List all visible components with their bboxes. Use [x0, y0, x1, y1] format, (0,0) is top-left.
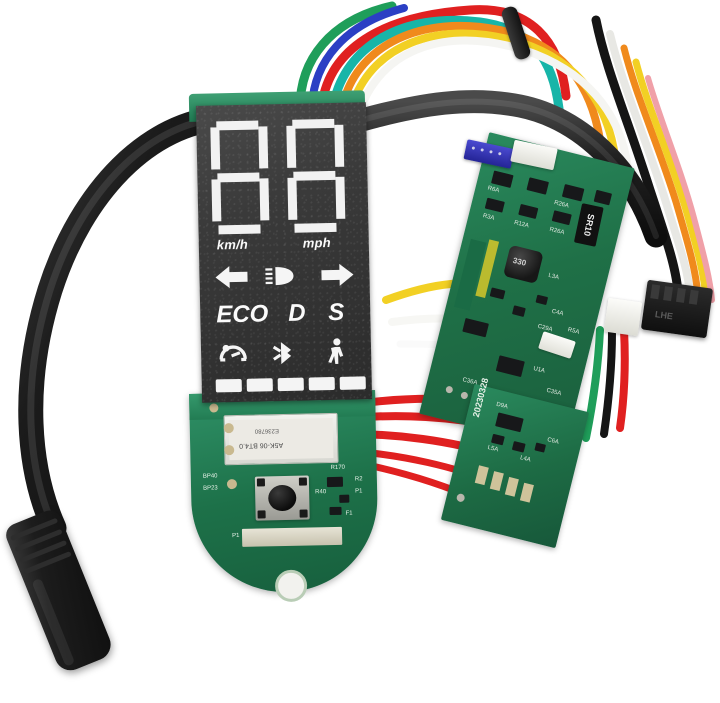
silk-c6a: C6A [546, 437, 560, 446]
right-turn-arrow-icon [321, 263, 354, 286]
unit-label-kmh: km/h [216, 236, 249, 253]
black-wire [591, 15, 683, 297]
orange-wire [340, 21, 604, 144]
sr10-shunt-resistor: SR10 [573, 203, 604, 247]
power-inductor-330: 330 [502, 244, 544, 284]
inductor-label: 330 [511, 255, 528, 268]
lcd-display-panel: 88 km/h mph ECO D S [195, 102, 373, 403]
teal-wire [329, 15, 565, 123]
module-sublabel: E236780 [254, 427, 279, 434]
status-icon-row [219, 338, 344, 365]
silk-f1: R2 [354, 476, 363, 483]
silk-r2: P1 [355, 488, 363, 495]
silk-r12a: R12A [513, 219, 530, 230]
headlight-beam-icon [265, 267, 294, 286]
silk-l4a: L4A [519, 455, 532, 464]
silk-r26a: R26A [548, 226, 565, 237]
green-wire [582, 326, 604, 442]
bluetooth-module: A5K-06 BT4.0 E236780 [223, 412, 339, 466]
silk-d9a: D9A [495, 401, 509, 411]
silk-r170: R170 [330, 464, 346, 472]
white-jst-connector-right[interactable] [603, 297, 643, 337]
unit-label-mph: mph [302, 235, 332, 251]
sr10-label: SR10 [581, 212, 597, 238]
silk-q12a: R26A [553, 200, 570, 210]
silk-c56: F1 [345, 510, 353, 517]
mode-label-d: D [287, 299, 306, 327]
lhe-label: LHE [654, 309, 674, 322]
silk-c35a: C35A [545, 387, 562, 398]
silk-r5a: R5A [567, 327, 580, 336]
cruise-control-icon [219, 344, 247, 362]
left-turn-arrow-icon [215, 266, 248, 289]
silk-l5a: L5A [486, 444, 499, 454]
pedestrian-walk-icon [328, 338, 344, 364]
tactile-push-button[interactable] [254, 475, 310, 521]
pin-header-p1[interactable] [241, 526, 343, 547]
bluetooth-icon [272, 342, 292, 365]
silk-r40: R40 [315, 489, 327, 496]
silk-c4a: C4A [551, 308, 564, 318]
silk-bp40: BP40 [202, 473, 218, 480]
white-wire [606, 30, 694, 298]
black-ribbon-connector[interactable]: LHE [640, 279, 714, 339]
silk-r3a: R3A [482, 213, 495, 222]
black-wire [600, 328, 616, 438]
mode-label-s: S [327, 298, 345, 327]
red-wire [616, 326, 629, 432]
silk-bp23: BP23 [202, 485, 218, 492]
cable-highlight [27, 114, 228, 532]
black-sheathed-cable [18, 105, 237, 541]
module-label: A5K-06 BT4.0 [239, 441, 284, 449]
silk-u1a: U1A [532, 365, 546, 375]
silk-q3a: R6A [486, 185, 500, 195]
yellow-wire [632, 58, 710, 302]
mode-label-eco: ECO [216, 300, 269, 329]
silk-p1: P1 [231, 532, 240, 540]
silk-l3a: L3A [547, 272, 560, 282]
pink-wire [645, 75, 715, 303]
indicator-row [215, 263, 354, 289]
orange-wire [620, 44, 702, 300]
